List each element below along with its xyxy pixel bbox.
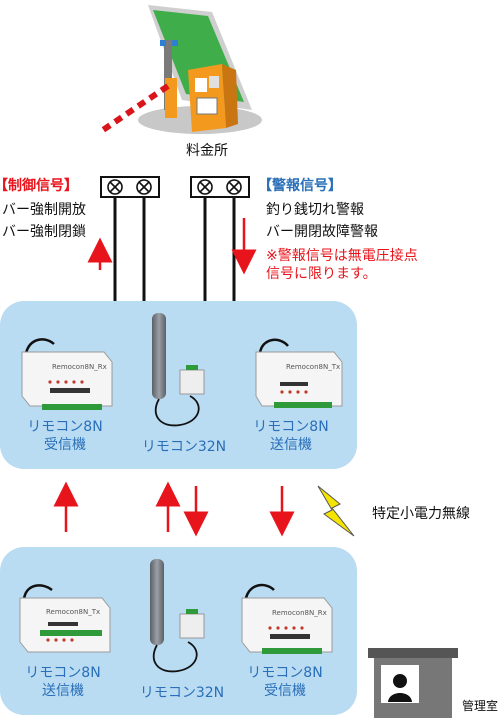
bottom-center-label-line1: リモコン32N bbox=[139, 685, 225, 701]
top-left-device-label: リモコン8N 受信機 bbox=[20, 418, 110, 454]
alarm-note-line1: ※警報信号は無電圧接点 bbox=[266, 248, 418, 264]
control-room-label: 管理室 bbox=[462, 699, 499, 713]
control-item-open: バー強制開放 bbox=[2, 202, 86, 218]
alarm-item-change: 釣り銭切れ警報 bbox=[266, 202, 364, 218]
bottom-left-device-label: リモコン8N 送信機 bbox=[18, 664, 108, 700]
top-right-label-line1: リモコン8N bbox=[253, 419, 329, 435]
top-right-transmitter-unit bbox=[255, 338, 343, 408]
bottom-right-label-line1: リモコン8N bbox=[247, 665, 323, 681]
top-center-device-label: リモコン32N bbox=[132, 438, 236, 456]
top-center-label-line1: リモコン32N bbox=[141, 439, 227, 455]
top-left-label-line2: 受信機 bbox=[44, 437, 86, 453]
toll-booth-label: 料金所 bbox=[186, 143, 228, 159]
bottom-left-transmitter-unit bbox=[19, 584, 111, 653]
bottom-right-label-line2: 受信機 bbox=[264, 683, 306, 699]
bottom-left-label-line2: 送信機 bbox=[42, 683, 84, 699]
alarm-note-line2: 信号に限ります。 bbox=[266, 266, 377, 282]
control-signal-title: 【制御信号】 bbox=[0, 178, 78, 194]
top-center-antenna-unit bbox=[152, 313, 205, 427]
top-right-device-name: Remocon8N_Tx bbox=[286, 363, 341, 371]
top-left-receiver-unit bbox=[21, 338, 113, 410]
top-right-device-label: リモコン8N 送信機 bbox=[246, 418, 336, 454]
bottom-right-device-name: Remocon8N_Rx bbox=[272, 609, 327, 617]
bottom-center-antenna-unit bbox=[150, 559, 205, 673]
bottom-center-device-label: リモコン32N bbox=[130, 684, 234, 702]
alarm-item-fault: バー開閉故障警報 bbox=[266, 224, 378, 240]
bottom-right-receiver-unit bbox=[241, 583, 333, 654]
top-right-label-line2: 送信機 bbox=[270, 437, 312, 453]
bottom-left-label-line1: リモコン8N bbox=[25, 665, 101, 681]
wireless-label: 特定小電力無線 bbox=[372, 506, 470, 522]
top-left-label-line1: リモコン8N bbox=[27, 419, 103, 435]
bottom-left-device-name: Remocon8N_Tx bbox=[46, 608, 101, 616]
top-left-device-name: Remocon8N_Rx bbox=[52, 363, 107, 371]
alarm-signal-title: 【警報信号】 bbox=[258, 178, 342, 194]
lightning-icon bbox=[317, 485, 355, 537]
control-item-close: バー強制閉鎖 bbox=[2, 224, 86, 240]
control-room-icon bbox=[368, 648, 458, 718]
bottom-right-device-label: リモコン8N 受信機 bbox=[240, 664, 330, 700]
